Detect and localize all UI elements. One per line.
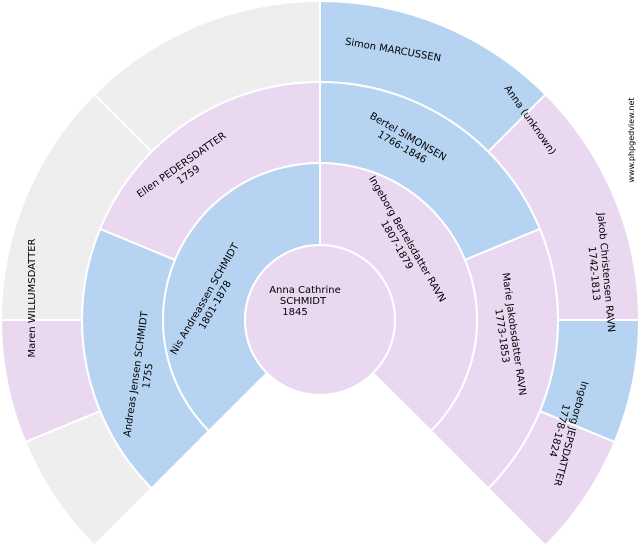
ff-dates[interactable]: 1755 <box>141 363 155 390</box>
mmf-dates[interactable]: 1742-1813 <box>586 246 602 301</box>
segment-root[interactable] <box>244 244 396 396</box>
root-surname[interactable]: SCHMIDT <box>280 296 327 307</box>
root-dates[interactable]: 1845 <box>282 307 307 318</box>
ffm-name[interactable]: Maren WILLUMSDATTER <box>27 238 38 357</box>
watermark: www.phpgedview.net <box>627 97 636 182</box>
root-name[interactable]: Anna Cathrine <box>269 285 341 296</box>
